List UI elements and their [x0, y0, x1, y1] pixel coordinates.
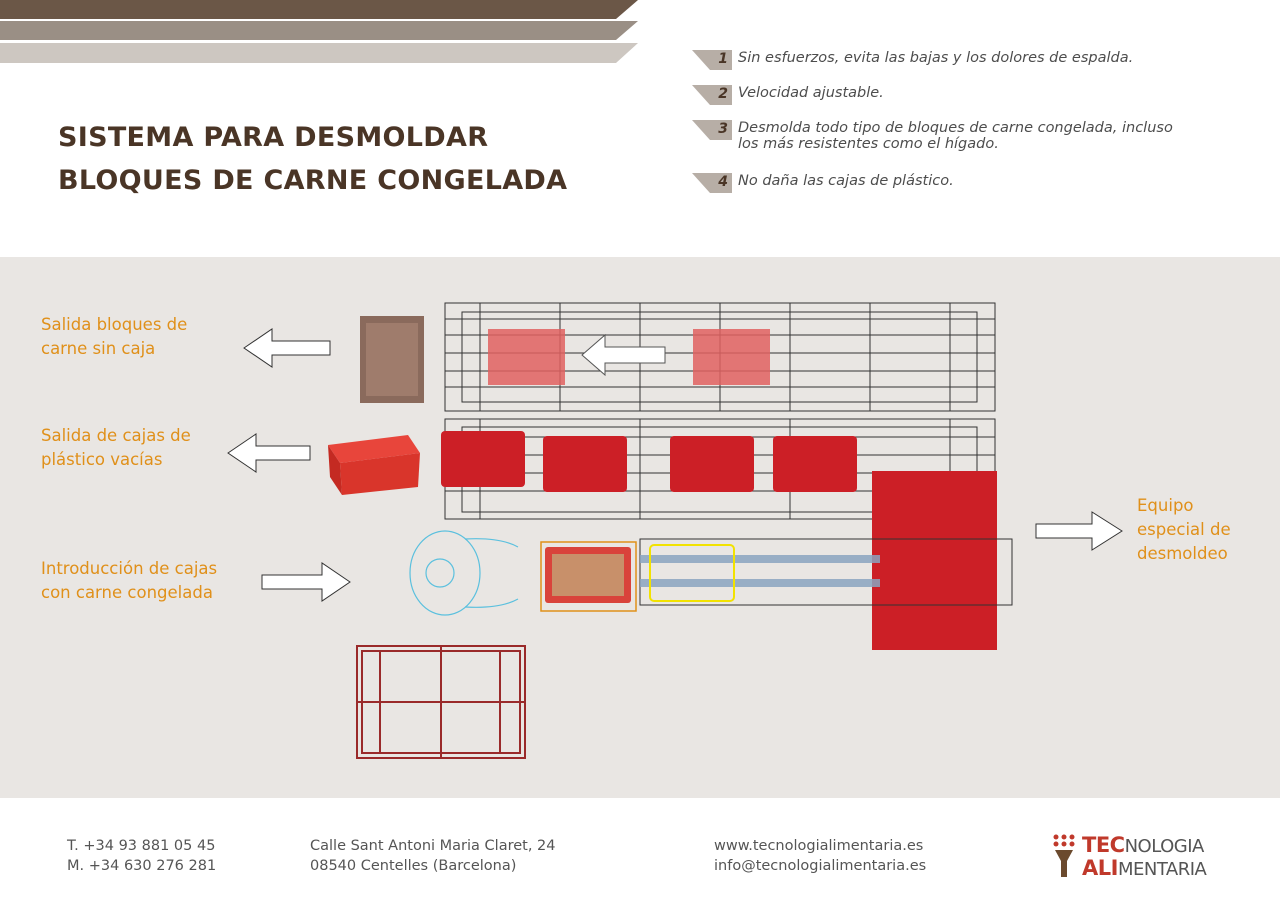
logo-text-line-2: ALIMENTARIA — [1082, 856, 1207, 880]
logo-text-line-1: TECNOLOGIA — [1082, 833, 1204, 857]
brand-logo: TECNOLOGIA ALIMENTARIA — [1052, 833, 1222, 883]
feature-item: 3 Desmolda todo tipo de bloques de carne… — [692, 120, 1262, 152]
plastic-box-icon — [328, 435, 420, 495]
footer-mobile: M. +34 630 276 281 — [67, 858, 217, 874]
page-title: SISTEMA PARA DESMOLDAR BLOQUES DE CARNE … — [58, 116, 658, 202]
machine-diagram: Salida bloques de carne sin caja Salida … — [0, 257, 1280, 798]
feature-text: No daña las cajas de plástico. — [738, 173, 954, 189]
outlet-arrow-icon — [243, 328, 331, 368]
logo-mark-icon — [1053, 834, 1075, 877]
footer-email-link[interactable]: info@tecnologialimentaria.es — [714, 858, 927, 874]
feature-number-badge: 3 — [692, 120, 732, 140]
title-line-1: SISTEMA PARA DESMOLDAR — [58, 122, 489, 153]
title-line-2: BLOQUES DE CARNE CONGELADA — [58, 165, 568, 196]
equipment-arrow-icon — [1035, 511, 1123, 551]
label-equipment: Equipo especial de desmoldeo — [1137, 496, 1231, 563]
label-outlet-blocks: Salida bloques de carne sin caja — [41, 315, 188, 358]
footer-address: Calle Sant Antoni Maria Claret, 24 08540… — [310, 838, 556, 874]
header-decorative-bands — [0, 0, 638, 63]
pallet-drawing — [356, 645, 526, 759]
feature-text: Sin esfuerzos, evita las bajas y los dol… — [738, 50, 1134, 66]
footer-web-link[interactable]: www.tecnologialimentaria.es — [714, 838, 924, 854]
label-outlet-boxes: Salida de cajas de plástico vacías — [41, 426, 191, 469]
unmolding-equipment — [872, 471, 997, 650]
feature-item: 2 Velocidad ajustable. — [692, 85, 1262, 105]
feature-text: Desmolda todo tipo de bloques de carne c… — [738, 120, 1173, 152]
flow-arrow-icon — [581, 333, 666, 377]
operator-icon — [409, 530, 519, 616]
feature-item: 4 No daña las cajas de plástico. — [692, 173, 1262, 193]
footer-phone: T. +34 93 881 05 45 — [67, 838, 216, 854]
feature-text: Velocidad ajustable. — [738, 85, 884, 101]
feature-item: 1 Sin esfuerzos, evita las bajas y los d… — [692, 50, 1262, 70]
feature-number-badge: 2 — [692, 85, 732, 105]
feature-number-badge: 1 — [692, 50, 732, 70]
outlet-arrow-icon — [227, 433, 311, 473]
footer-contact: www.tecnologialimentaria.es info@tecnolo… — [714, 836, 926, 876]
label-input: Introducción de cajas con carne congelad… — [41, 559, 218, 602]
footer-phones: T. +34 93 881 05 45 M. +34 630 276 281 — [67, 836, 216, 876]
input-conveyor — [639, 538, 1013, 606]
machine-layout-drawing — [227, 302, 1123, 759]
input-arrow-icon — [261, 562, 351, 602]
feature-number-badge: 4 — [692, 173, 732, 193]
